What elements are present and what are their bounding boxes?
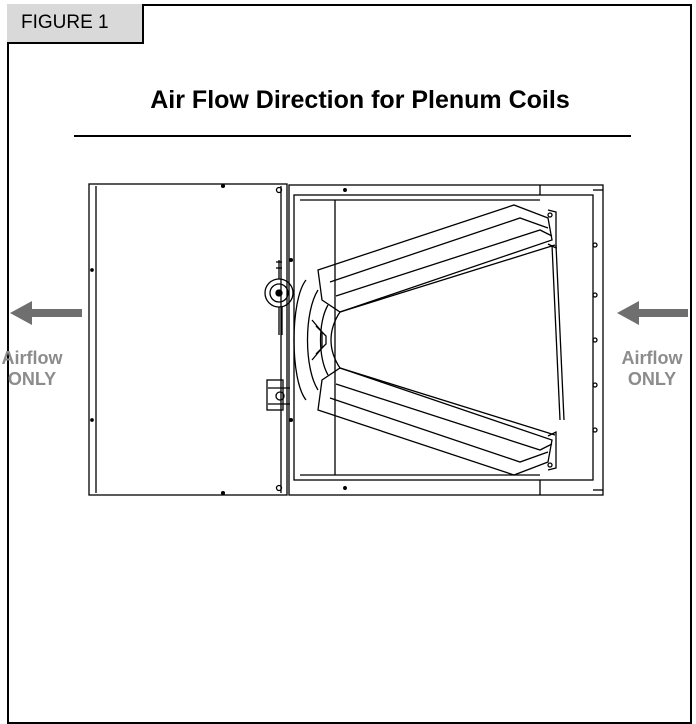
suction-fitting bbox=[266, 379, 290, 411]
figure-title: Air Flow Direction for Plenum Coils bbox=[150, 86, 570, 114]
airflow-label-left: Airflow ONLY bbox=[0, 348, 64, 390]
a-coil bbox=[293, 204, 565, 476]
side-panel bbox=[88, 183, 288, 496]
airflow-arrow-right bbox=[617, 301, 688, 325]
airflow-label-right-line1: Airflow bbox=[621, 348, 683, 368]
figure-tag: FIGURE 1 bbox=[7, 4, 144, 44]
title-underline bbox=[74, 135, 631, 137]
airflow-label-right-line2: ONLY bbox=[627, 369, 677, 389]
expansion-valve bbox=[264, 260, 294, 335]
airflow-arrow-left bbox=[10, 301, 82, 325]
airflow-label-right: Airflow ONLY bbox=[612, 348, 692, 390]
plenum-coil-diagram bbox=[10, 183, 688, 496]
airflow-label-left-line2: ONLY bbox=[7, 369, 57, 389]
airflow-label-left-line1: Airflow bbox=[1, 348, 63, 368]
